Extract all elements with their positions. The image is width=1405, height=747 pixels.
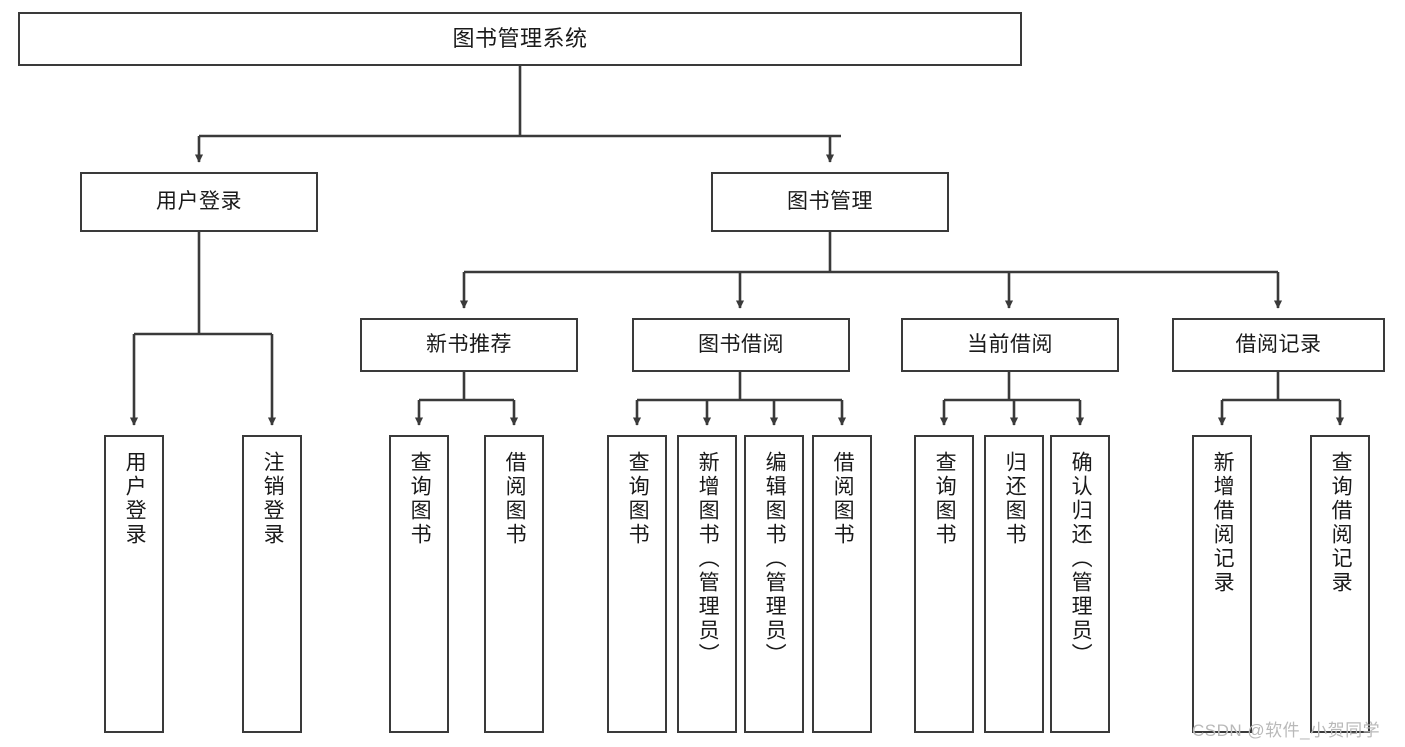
csdn-watermark: CSDN @软件_小贺同学 xyxy=(1192,721,1381,740)
node-current-borrow[interactable]: 当前借阅 xyxy=(901,318,1119,372)
node-root-label: 图书管理系统 xyxy=(452,26,588,52)
node-bb-edit-book-label: 编辑图书（管理员） xyxy=(763,451,787,667)
connector-group-book-manage xyxy=(459,232,1283,309)
node-user-login-do[interactable]: 用户登录 xyxy=(104,435,164,733)
node-current-borrow-label: 当前借阅 xyxy=(967,332,1053,356)
connector-group-root xyxy=(194,66,841,163)
node-book-manage[interactable]: 图书管理 xyxy=(711,172,949,232)
node-user-login-label: 用户登录 xyxy=(156,189,242,213)
node-cb-query-book-label: 查询图书 xyxy=(933,451,957,547)
connector-group-borrow-record xyxy=(1217,372,1345,426)
node-bb-borrow-book-label: 借阅图书 xyxy=(831,451,855,547)
node-br-query-record-label: 查询借阅记录 xyxy=(1329,451,1353,595)
node-borrow-record[interactable]: 借阅记录 xyxy=(1172,318,1385,372)
node-bb-borrow-book[interactable]: 借阅图书 xyxy=(812,435,872,733)
connector-group-new-book-recommend xyxy=(414,372,519,426)
node-br-query-record[interactable]: 查询借阅记录 xyxy=(1310,435,1370,733)
node-root[interactable]: 图书管理系统 xyxy=(18,12,1022,66)
node-cb-return-book[interactable]: 归还图书 xyxy=(984,435,1044,733)
node-nb-borrow-book-label: 借阅图书 xyxy=(503,451,527,547)
node-bb-query-book[interactable]: 查询图书 xyxy=(607,435,667,733)
node-user-login-do-label: 用户登录 xyxy=(123,451,147,547)
node-new-book-recommend-label: 新书推荐 xyxy=(426,332,512,356)
node-bb-add-book[interactable]: 新增图书（管理员） xyxy=(677,435,737,733)
node-br-add-record[interactable]: 新增借阅记录 xyxy=(1192,435,1252,733)
node-book-borrow-label: 图书借阅 xyxy=(698,332,784,356)
node-nb-query-book-label: 查询图书 xyxy=(408,451,432,547)
node-nb-borrow-book[interactable]: 借阅图书 xyxy=(484,435,544,733)
node-book-borrow[interactable]: 图书借阅 xyxy=(632,318,850,372)
node-new-book-recommend[interactable]: 新书推荐 xyxy=(360,318,578,372)
node-br-add-record-label: 新增借阅记录 xyxy=(1211,451,1235,595)
node-bb-edit-book[interactable]: 编辑图书（管理员） xyxy=(744,435,804,733)
node-bb-query-book-label: 查询图书 xyxy=(626,451,650,547)
node-book-manage-label: 图书管理 xyxy=(787,189,873,213)
connector-group-current-borrow xyxy=(939,372,1085,426)
node-cb-confirm-return[interactable]: 确认归还（管理员） xyxy=(1050,435,1110,733)
node-user-logout[interactable]: 注销登录 xyxy=(242,435,302,733)
node-cb-query-book[interactable]: 查询图书 xyxy=(914,435,974,733)
node-nb-query-book[interactable]: 查询图书 xyxy=(389,435,449,733)
node-bb-add-book-label: 新增图书（管理员） xyxy=(696,451,720,667)
node-user-login[interactable]: 用户登录 xyxy=(80,172,318,232)
node-user-logout-label: 注销登录 xyxy=(261,451,285,547)
connector-group-book-borrow xyxy=(632,372,847,426)
node-borrow-record-label: 借阅记录 xyxy=(1235,332,1322,356)
connector-group-user-login xyxy=(129,232,277,426)
node-cb-confirm-return-label: 确认归还（管理员） xyxy=(1069,451,1093,667)
node-cb-return-book-label: 归还图书 xyxy=(1003,451,1027,547)
